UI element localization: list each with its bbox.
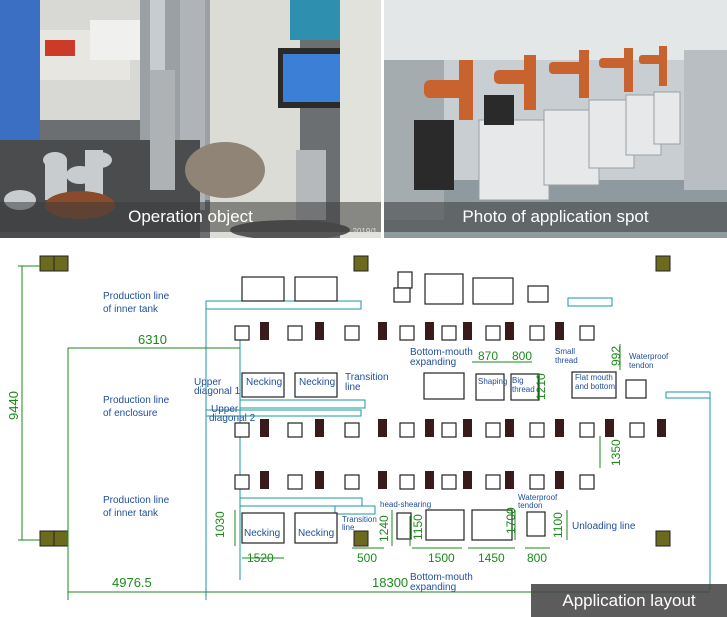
dim-1350: 1350 xyxy=(609,439,623,466)
operation-object-photo: Operation object 2019/1 xyxy=(0,0,381,238)
dim-870: 870 xyxy=(478,349,498,363)
dim-1450: 1450 xyxy=(478,551,505,565)
dim-1520: 1520 xyxy=(247,551,274,565)
row-label-top-1: Production line xyxy=(103,291,170,302)
unloading-line-label: Unloading line xyxy=(572,521,636,532)
transition-label-mid-a: Transition xyxy=(345,372,389,383)
flat-mouth-label-b: and bottom xyxy=(575,382,615,391)
dim-1030: 1030 xyxy=(213,511,227,538)
small-thread-label-b: thread xyxy=(555,356,578,365)
robot-row-2 xyxy=(260,419,666,437)
upper-diagonal-1-label-b: diagonal 1 xyxy=(194,386,241,397)
row-label-top-2: of inner tank xyxy=(103,304,159,315)
operation-object-caption: Operation object xyxy=(0,202,381,232)
application-spot-photo: Photo of application spot xyxy=(384,0,727,238)
bottom-mouth-top-b: expanding xyxy=(410,357,456,368)
dim-1700: 1700 xyxy=(504,507,518,534)
dim-1210: 1210 xyxy=(534,373,548,400)
middle-row-machines xyxy=(241,371,647,401)
necking-label-mid-1: Necking xyxy=(246,377,282,388)
workstation-row-1 xyxy=(234,325,595,341)
dim-800-top: 800 xyxy=(512,349,532,363)
row-label-mid-1: Production line xyxy=(103,395,170,406)
photo-watermark: 2019/1 xyxy=(352,227,377,236)
waterproof-bot-label-a: Waterproof xyxy=(518,493,558,502)
upper-diagonal-2-label-a: Upper xyxy=(211,404,239,415)
dim-4976-5: 4976.5 xyxy=(112,575,152,590)
dim-1500: 1500 xyxy=(428,551,455,565)
necking-label-bot-2: Necking xyxy=(298,528,334,539)
robot-row-3 xyxy=(260,471,564,489)
waterproof-bot-label-b: tendon xyxy=(518,501,542,510)
row-label-bot-1: Production line xyxy=(103,495,170,506)
corner-markers xyxy=(39,255,671,547)
conveyor-lines xyxy=(205,297,711,600)
workstation-row-2 xyxy=(234,422,645,438)
dimension-lines xyxy=(18,265,710,600)
big-thread-label-b: thread xyxy=(512,385,535,394)
necking-label-mid-2: Necking xyxy=(299,377,335,388)
dim-1150: 1150 xyxy=(411,514,425,540)
top-row-machines xyxy=(241,271,549,305)
waterproof-top-label-a: Waterproof xyxy=(629,352,669,361)
waterproof-top-label-b: tendon xyxy=(629,361,653,370)
transition-label-mid-b: line xyxy=(345,382,361,393)
upper-diagonal-2-label-b: diagonal 2 xyxy=(209,413,256,424)
application-layout-diagram: Production line of inner tank Production… xyxy=(6,255,711,600)
application-layout-caption: Application layout xyxy=(531,584,727,617)
dim-9440: 9440 xyxy=(6,391,21,420)
flat-mouth-label-a: Flat mouth xyxy=(575,373,613,382)
bottom-mouth-top-a: Bottom-mouth xyxy=(410,347,473,358)
row-label-mid-2: of enclosure xyxy=(103,408,158,419)
big-thread-label-a: Big xyxy=(512,376,524,385)
shaping-label: Shaping xyxy=(478,377,507,386)
necking-label-bot-1: Necking xyxy=(244,528,280,539)
transition-label-bot-a: Transition xyxy=(342,515,377,524)
robot-row-1 xyxy=(260,322,564,340)
head-shearing-label: head-shearing xyxy=(380,500,431,509)
bottom-mouth-bot-b: expanding xyxy=(410,582,456,593)
row-label-bot-2: of inner tank xyxy=(103,508,159,519)
small-thread-label-a: Small xyxy=(555,347,575,356)
dim-992: 992 xyxy=(609,346,623,366)
upper-diagonal-1-label-a: Upper xyxy=(194,377,222,388)
workstation-row-3 xyxy=(234,474,595,490)
bottom-mouth-bot-a: Bottom-mouth xyxy=(410,572,473,583)
dim-18300: 18300 xyxy=(372,575,408,590)
dim-1240: 1240 xyxy=(377,515,391,542)
dim-500: 500 xyxy=(357,551,377,565)
bottom-row-machines xyxy=(241,509,546,544)
dim-800-bot: 800 xyxy=(527,551,547,565)
transition-label-bot-b: line xyxy=(342,523,355,532)
dim-6310: 6310 xyxy=(138,332,167,347)
dim-1100: 1100 xyxy=(551,512,565,538)
application-spot-caption: Photo of application spot xyxy=(384,202,727,232)
operation-object-illustration xyxy=(0,0,381,238)
